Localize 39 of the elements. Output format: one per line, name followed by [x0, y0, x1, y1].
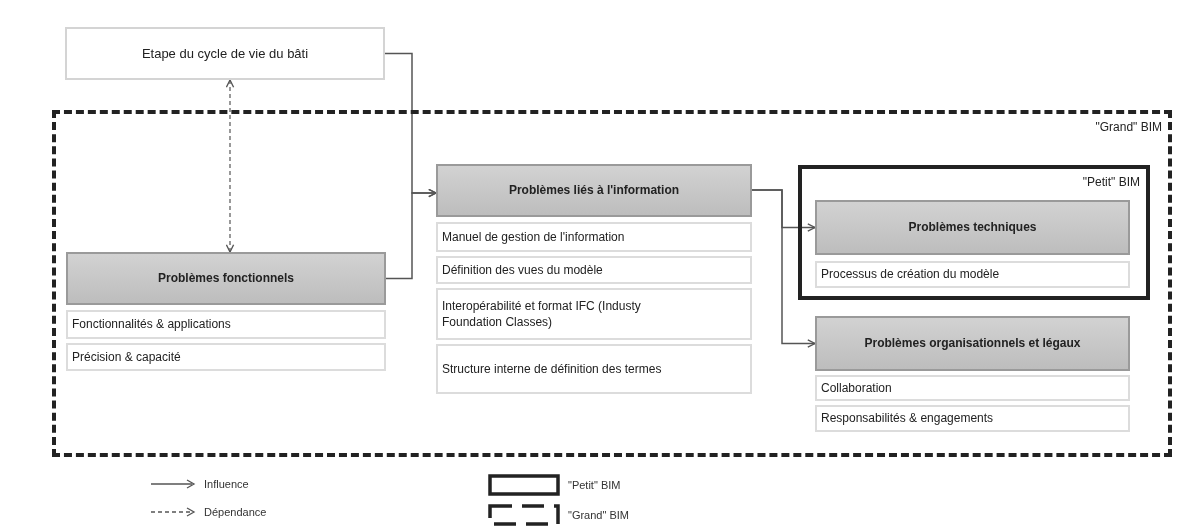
category-title: Problèmes liés à l'information — [508, 182, 680, 199]
item-box — [436, 222, 752, 252]
dashed-group-frame — [52, 110, 1172, 457]
legend-label: "Grand" BIM — [568, 509, 629, 521]
item-box — [436, 256, 752, 284]
category-header-box — [815, 200, 1130, 255]
item-label: Responsabilités & engagements — [821, 410, 994, 427]
item-label: Précision & capacité — [72, 348, 181, 366]
dashed-arrow — [225, 79, 235, 253]
item-label: Structure interne de définition des termes — [442, 360, 662, 378]
item-box — [815, 261, 1130, 288]
item-label: Collaboration — [821, 379, 892, 397]
group-label: "Grand" BIM — [1095, 120, 1162, 134]
item-box — [436, 344, 752, 394]
solid-group-frame — [798, 165, 1150, 300]
item-label: Manuel de gestion de l'information — [442, 228, 625, 246]
category-header-box — [815, 316, 1130, 371]
arrow — [385, 188, 437, 280]
item-box — [66, 310, 386, 339]
item-box — [815, 375, 1130, 401]
item-label: Etape du cycle de vie du bâti — [141, 44, 309, 63]
item-box — [815, 405, 1130, 432]
item-label: Fonctionnalités & applications — [72, 316, 231, 333]
item-label: Processus de création du modèle — [821, 266, 1000, 283]
category-header-box — [66, 252, 386, 305]
category-title: Problèmes fonctionnels — [158, 270, 294, 287]
arrow — [751, 189, 816, 348]
category-title: Problèmes organisationnels et légaux — [864, 335, 1081, 352]
item-label: Interopérabilité et format IFC (Industy Foundation Classes) — [442, 297, 642, 331]
category-header-box — [436, 164, 752, 217]
stage-box — [65, 27, 385, 80]
item-label: Définition des vues du modèle — [442, 261, 603, 279]
legend-label: Dépendance — [204, 506, 267, 518]
legend-label: "Petit" BIM — [568, 479, 621, 491]
item-box — [66, 343, 386, 371]
category-title: Problèmes techniques — [908, 219, 1037, 236]
item-box — [436, 288, 752, 340]
legend-label: Influence — [204, 478, 249, 490]
group-label: "Petit" BIM — [1082, 175, 1140, 189]
